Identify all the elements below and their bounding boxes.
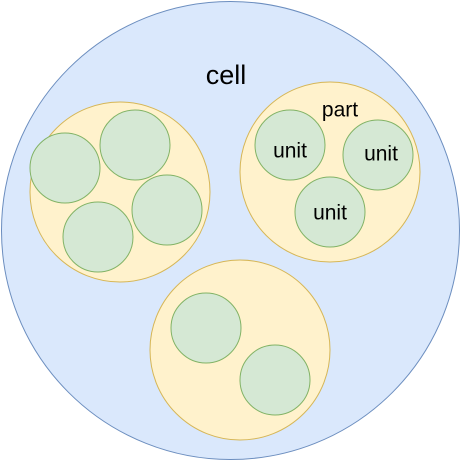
part-bottom[interactable] [149,259,331,441]
unit[interactable] [239,344,311,416]
unit[interactable]: unit [254,109,326,181]
part-label: part [322,99,358,122]
unit[interactable] [131,174,203,246]
unit[interactable] [170,292,242,364]
unit-circle[interactable] [170,292,242,364]
unit-circle[interactable] [62,201,134,273]
unit-circle[interactable] [131,174,203,246]
unit-label: unit [273,140,307,163]
unit[interactable]: unit [294,176,366,248]
unit-label: unit [313,202,347,225]
unit-circle[interactable] [254,109,326,181]
part-circle[interactable] [149,259,331,441]
unit[interactable] [99,109,171,181]
cell-label: cell [206,60,247,90]
unit[interactable] [29,132,101,204]
unit[interactable]: unit [342,119,414,191]
unit-circle[interactable] [99,109,171,181]
unit-label: unit [364,143,398,166]
unit-circle[interactable] [294,176,366,248]
unit-circle[interactable] [342,119,414,191]
unit-circle[interactable] [29,132,101,204]
part-top-left[interactable] [29,101,211,283]
part-top-right[interactable]: part unit unit unit [239,81,421,263]
unit-circle[interactable] [239,344,311,416]
unit[interactable] [62,201,134,273]
